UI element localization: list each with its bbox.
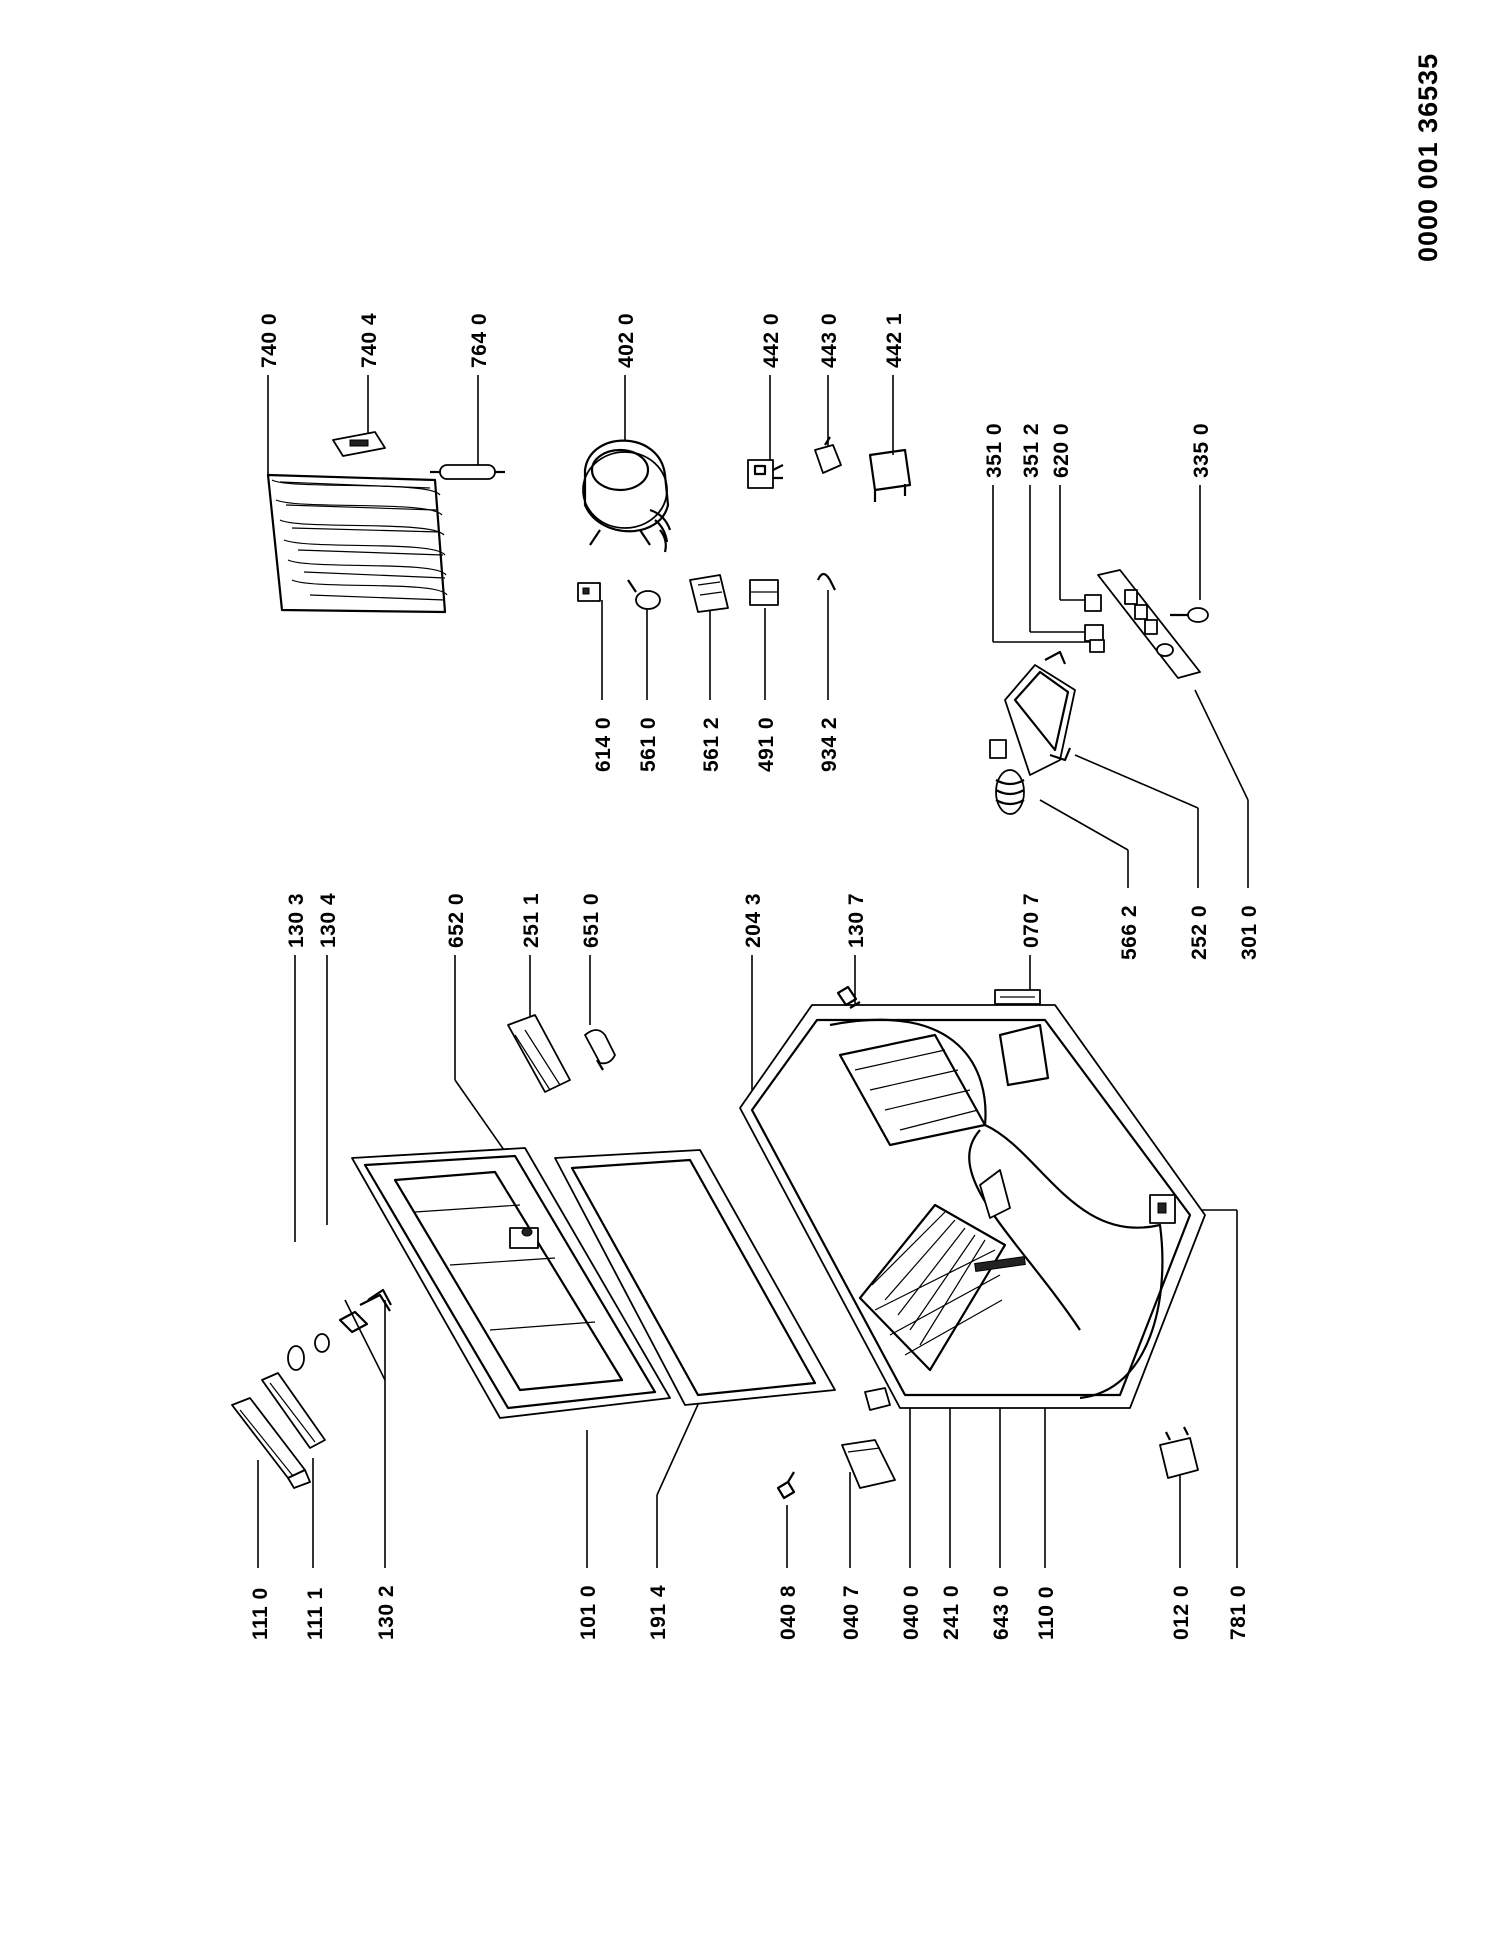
part-label-652-0: 652 0 [445, 893, 468, 948]
part-label-301-0: 301 0 [1238, 905, 1261, 960]
part-label-351-0: 351 0 [983, 423, 1006, 478]
part-label-561-2: 561 2 [700, 717, 723, 772]
part-label-934-2: 934 2 [818, 717, 841, 772]
part-label-130-4: 130 4 [317, 893, 340, 948]
part-label-191-4: 191 4 [647, 1585, 670, 1640]
part-label-351-2: 351 2 [1020, 423, 1043, 478]
relay-cover-part [868, 448, 912, 502]
part-label-620-0: 620 0 [1050, 423, 1073, 478]
part-labels: 111 0 111 1 130 2 101 0 191 4 040 8 040 7 040 0… [249, 313, 1261, 1640]
part-label-204-3: 204 3 [742, 893, 765, 948]
part-label-252-0: 252 0 [1188, 905, 1211, 960]
part-label-040-7: 040 7 [840, 1585, 863, 1640]
part-label-614-0: 614 0 [592, 717, 615, 772]
lid-part [351, 1147, 671, 1419]
part-label-651-0: 651 0 [580, 893, 603, 948]
lid-gasket-part [554, 1149, 836, 1406]
hinge-small-parts [287, 1288, 392, 1371]
part-label-012-0: 012 0 [1170, 1585, 1193, 1640]
part-label-040-0: 040 0 [900, 1585, 923, 1640]
part-label-442-0: 442 0 [760, 313, 783, 368]
compressor-part [582, 439, 672, 553]
part-label-040-8: 040 8 [777, 1585, 800, 1640]
part-label-130-2: 130 2 [375, 1585, 398, 1640]
relay-part [1004, 650, 1076, 776]
part-label-740-0: 740 0 [258, 313, 281, 368]
hinge-cover-part [231, 1372, 326, 1489]
part-label-561-0: 561 0 [637, 717, 660, 772]
part-label-241-0: 241 0 [940, 1585, 963, 1640]
small-basket-part [507, 1014, 571, 1093]
condenser-part [266, 473, 448, 614]
cabinet-body [739, 985, 1206, 1411]
condenser-bracket-part [332, 431, 386, 457]
part-label-251-1: 251 1 [520, 893, 543, 948]
part-label-643-0: 643 0 [990, 1585, 1013, 1640]
part-label-442-1: 442 1 [883, 313, 906, 368]
part-label-740-4: 740 4 [358, 313, 381, 368]
part-label-335-0: 335 0 [1190, 423, 1213, 478]
control-panel-part [1097, 569, 1201, 679]
overload-part [814, 436, 842, 474]
part-label-101-0: 101 0 [577, 1585, 600, 1640]
part-label-110-0: 110 0 [1035, 1586, 1058, 1640]
part-label-781-0: 781 0 [1227, 1585, 1250, 1640]
part-label-443-0: 443 0 [818, 313, 841, 368]
bracket-part [1159, 1426, 1199, 1479]
foot-part [841, 1439, 896, 1489]
part-label-130-7: 130 7 [845, 893, 868, 948]
document-id: 0000 001 36535 [1413, 53, 1443, 262]
screw-part [1170, 607, 1209, 623]
clip-part [776, 1471, 796, 1500]
part-label-130-3: 130 3 [285, 893, 308, 948]
small-parts-column [577, 572, 836, 613]
part-label-566-2: 566 2 [1118, 905, 1141, 960]
coil-part [989, 739, 1025, 815]
part-label-402-0: 402 0 [615, 313, 638, 368]
switch-parts [1084, 594, 1105, 653]
lamp-part [584, 1029, 616, 1071]
part-label-491-0: 491 0 [755, 717, 778, 772]
part-label-111-1: 111 1 [304, 1587, 327, 1640]
part-label-764-0: 764 0 [468, 313, 491, 368]
part-label-111-0: 111 0 [249, 1587, 272, 1640]
starter-relay-part [747, 459, 784, 489]
filter-drier-part [430, 464, 505, 480]
part-label-070-7: 070 7 [1020, 893, 1043, 948]
